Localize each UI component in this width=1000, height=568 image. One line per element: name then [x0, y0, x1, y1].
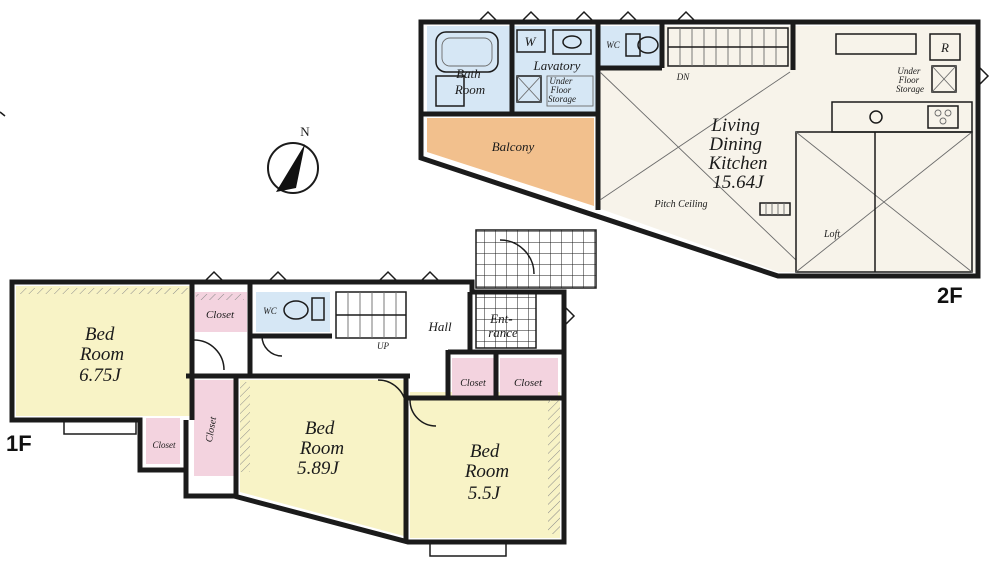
toilet-2f-icon: [637, 36, 659, 54]
closet-b-label: Closet: [460, 378, 486, 389]
loft-label: Loft: [823, 229, 840, 240]
door-bed3[interactable]: [409, 399, 437, 427]
toilet-tank-1f: [311, 297, 325, 321]
shower-icon: [435, 75, 465, 107]
bathtub-icon: [435, 31, 499, 73]
closet-c-label: Closet: [514, 377, 543, 389]
outer-wall-2f: [418, 19, 981, 279]
wc-2f-label: WC: [606, 40, 620, 50]
bed1-size-label: 6.75J: [79, 365, 122, 386]
north-label: N: [300, 124, 310, 139]
staircase-2f: [667, 27, 789, 67]
pitch-line-2: [599, 71, 791, 201]
door-bed1[interactable]: [193, 339, 225, 371]
ldk-floor: [598, 26, 975, 272]
stairs-dn-label: DN: [676, 72, 690, 82]
refrigerator-label: R: [940, 40, 949, 55]
bay-window-bed1: [63, 419, 137, 435]
closet-e-floor: [194, 380, 234, 476]
bed1-floor: [16, 286, 192, 416]
bed3-floor: [410, 392, 560, 538]
door-entrance[interactable]: [499, 239, 535, 275]
balcony-floor: [427, 118, 594, 206]
refrigerator-icon: [929, 33, 961, 61]
bed2-name-label: Bed Room: [299, 418, 344, 459]
bed2-floor: [240, 380, 404, 536]
hall-label: Hall: [427, 319, 452, 334]
pitch-ceiling-label: Pitch Ceiling: [653, 199, 707, 210]
counter-north: [835, 33, 917, 55]
stove-icon: [927, 105, 959, 129]
balcony-label: Balcony: [492, 139, 535, 154]
under-floor-storage-hatch: [931, 65, 957, 93]
washing-machine-icon: [516, 29, 546, 53]
bed3-size-label: 5.5J: [468, 483, 502, 504]
bed2-size-label: 5.89J: [297, 458, 340, 479]
handrail-icon: [759, 202, 791, 216]
entrance-tile-area: [475, 291, 537, 349]
lavatory-label: Lavatory: [533, 58, 581, 73]
compass: N: [267, 124, 319, 194]
edge-mark: [0, 111, 6, 117]
pitch-line-1: [599, 71, 797, 261]
door-bed2[interactable]: [377, 379, 407, 409]
closet-a-label: Closet: [206, 309, 235, 321]
closet-d-floor: [146, 418, 180, 464]
floor-1f: Bed Room 6.75J Closet WC UP Hall Ent- ra…: [6, 229, 597, 557]
windows-1f: [203, 270, 576, 327]
lavatory-floor: [512, 26, 598, 112]
floor-2f: Bath Room W Lavatory Under Floor Storage…: [418, 10, 990, 308]
toilet-1f-icon: [283, 300, 309, 320]
door-wc-1f[interactable]: [261, 335, 283, 357]
wc-2f-floor: [598, 26, 662, 66]
bed3-name-label: Bed Room: [464, 441, 509, 482]
wc-1f-label: WC: [263, 306, 277, 316]
toilet-tank-2f: [625, 33, 641, 57]
ldk-name-label: Living Dining Kitchen: [707, 115, 767, 174]
floor-1f-label: 1F: [6, 431, 32, 456]
north-arrow-icon: [276, 144, 305, 192]
lavatory-w-label: W: [525, 34, 537, 49]
closet-c-floor: [500, 358, 558, 396]
sink-icon: [869, 110, 883, 124]
windows-2f: [477, 10, 990, 87]
under-floor-storage-hatch-small: [516, 75, 542, 103]
floor-2f-label: 2F: [937, 283, 963, 308]
closet-e-label: Closet: [204, 416, 219, 443]
porch-tile-area: [475, 229, 597, 289]
under-floor-storage-label: Under Floor Storage: [896, 66, 924, 94]
stairs-up-label: UP: [377, 341, 389, 351]
bath-room-label: Bath Room: [454, 66, 485, 97]
entrance-label: Ent- rance: [488, 311, 518, 340]
kitchen-counter: [831, 101, 973, 133]
wash-basin-icon: [552, 29, 592, 55]
closet-b-floor: [452, 358, 494, 396]
staircase-1f: [335, 291, 407, 339]
under-floor-storage-small-label: Under Floor Storage: [548, 76, 576, 104]
bed1-name-label: Bed Room: [79, 324, 124, 365]
bay-window-bed3: [429, 541, 507, 557]
ldk-size-label: 15.64J: [712, 172, 765, 193]
closet-d-label: Closet: [152, 440, 176, 450]
